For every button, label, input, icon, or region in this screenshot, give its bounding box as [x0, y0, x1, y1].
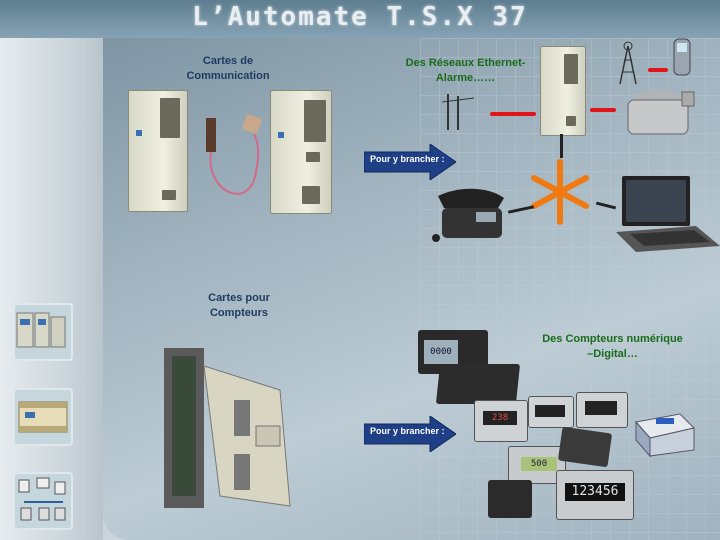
network-link — [590, 108, 616, 112]
counter-display-small[interactable] — [528, 396, 574, 428]
counter-panel[interactable] — [557, 426, 613, 468]
counter-card-module[interactable] — [160, 346, 296, 514]
plc-module-right[interactable] — [270, 90, 332, 214]
mobile-phone-icon — [673, 38, 691, 76]
utility-pole-icon — [441, 94, 475, 130]
counter-readout: 0000 — [424, 340, 458, 364]
antenna-tower-icon — [619, 41, 637, 85]
io-module-icon — [18, 401, 68, 433]
title-bar: L’Automate T.S.X 37 — [0, 0, 720, 38]
counter-readout: 500 — [521, 457, 557, 471]
network-link — [490, 112, 536, 116]
right-arrow-icon — [363, 415, 457, 453]
counter-display-3[interactable]: 123456 — [556, 470, 634, 520]
plc-module-left[interactable] — [128, 90, 188, 212]
counter-display-small[interactable] — [576, 392, 628, 428]
network-plc[interactable] — [540, 46, 586, 136]
network-link — [648, 68, 668, 72]
counter-keypad[interactable] — [435, 364, 521, 404]
modem-icon — [627, 90, 695, 135]
arrow-label-top: Pour y brancher : — [370, 154, 445, 164]
desk-phone-icon[interactable] — [428, 186, 512, 244]
counter-display-2[interactable]: 500 — [508, 446, 566, 484]
left-strip — [0, 38, 103, 540]
content-panel — [103, 38, 720, 540]
counter-blank-screen — [535, 405, 565, 417]
arrow-connect-bottom: Pour y brancher : — [363, 415, 457, 453]
plc-rack-icon — [16, 312, 66, 348]
slide-title: L’Automate T.S.X 37 — [192, 2, 528, 32]
label-networks: Des Réseaux Ethernet-Alarme…… — [405, 57, 526, 84]
label-digital-counters: Des Compteurs numérique –Digital… — [542, 333, 683, 360]
right-arrow-icon — [363, 143, 457, 181]
laptop-icon[interactable] — [616, 172, 720, 254]
network-hub-star-icon — [531, 159, 589, 225]
network-diagram-icon — [18, 477, 66, 521]
arrow-label-bottom: Pour y brancher : — [370, 426, 445, 436]
thumbnail-plc-rack[interactable] — [13, 303, 73, 361]
counter-readout: 238 — [483, 411, 517, 425]
counter-readout: 123456 — [565, 483, 625, 501]
counter-display-1[interactable]: 238 — [474, 400, 528, 442]
label-comm-cards: Cartes de Communication — [186, 55, 270, 82]
counter-rotary-device[interactable] — [488, 480, 532, 518]
label-counter-cards: Cartes pour Compteurs — [208, 292, 270, 319]
thumbnail-io-module[interactable] — [13, 388, 73, 446]
din-module-icon — [635, 413, 695, 458]
din-rail-counter[interactable] — [630, 410, 700, 458]
counter-card-icon — [164, 348, 291, 508]
arrow-connect-top: Pour y brancher : — [363, 143, 457, 181]
thumbnail-network-diagram[interactable] — [13, 472, 73, 530]
communication-cable — [206, 113, 263, 195]
counter-blank-screen — [585, 401, 617, 415]
network-link — [560, 134, 563, 158]
